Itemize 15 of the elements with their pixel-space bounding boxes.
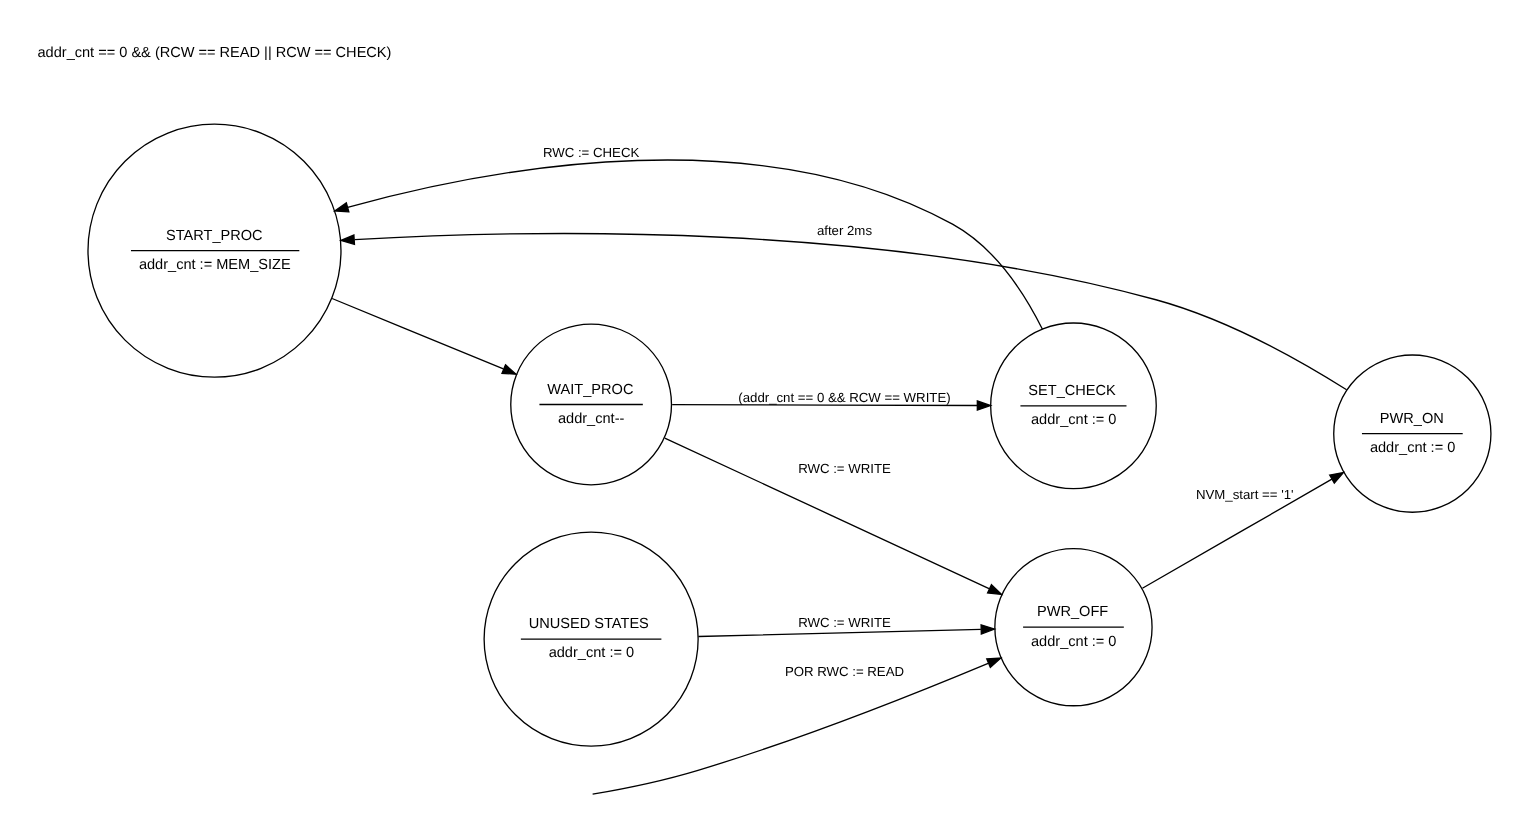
node-circle: SET_CHECK addr_cnt := 0 — [990, 322, 1157, 490]
arrow — [338, 232, 1348, 391]
node-circle: WAIT_PROC addr_cnt-- — [510, 323, 673, 486]
arrow — [1141, 471, 1346, 589]
arrow — [332, 159, 1044, 330]
node-circle: PWR_ON addr_cnt := 0 — [1333, 354, 1492, 513]
node-circle: UNUSED STATES addr_cnt := 0 — [483, 531, 699, 747]
label: addr_cnt == 0 && (RCW == READ || RCW == CHECK) — [37, 42, 392, 61]
node-circle: START_PROC addr_cnt := MEM_SIZE — [87, 123, 342, 378]
node-circle: PWR_OFF addr_cnt := 0 — [994, 547, 1153, 707]
arrow — [591, 657, 1003, 795]
arrow — [331, 297, 518, 375]
arrow — [664, 437, 1004, 596]
arrow — [671, 399, 993, 412]
arrow — [697, 623, 997, 638]
